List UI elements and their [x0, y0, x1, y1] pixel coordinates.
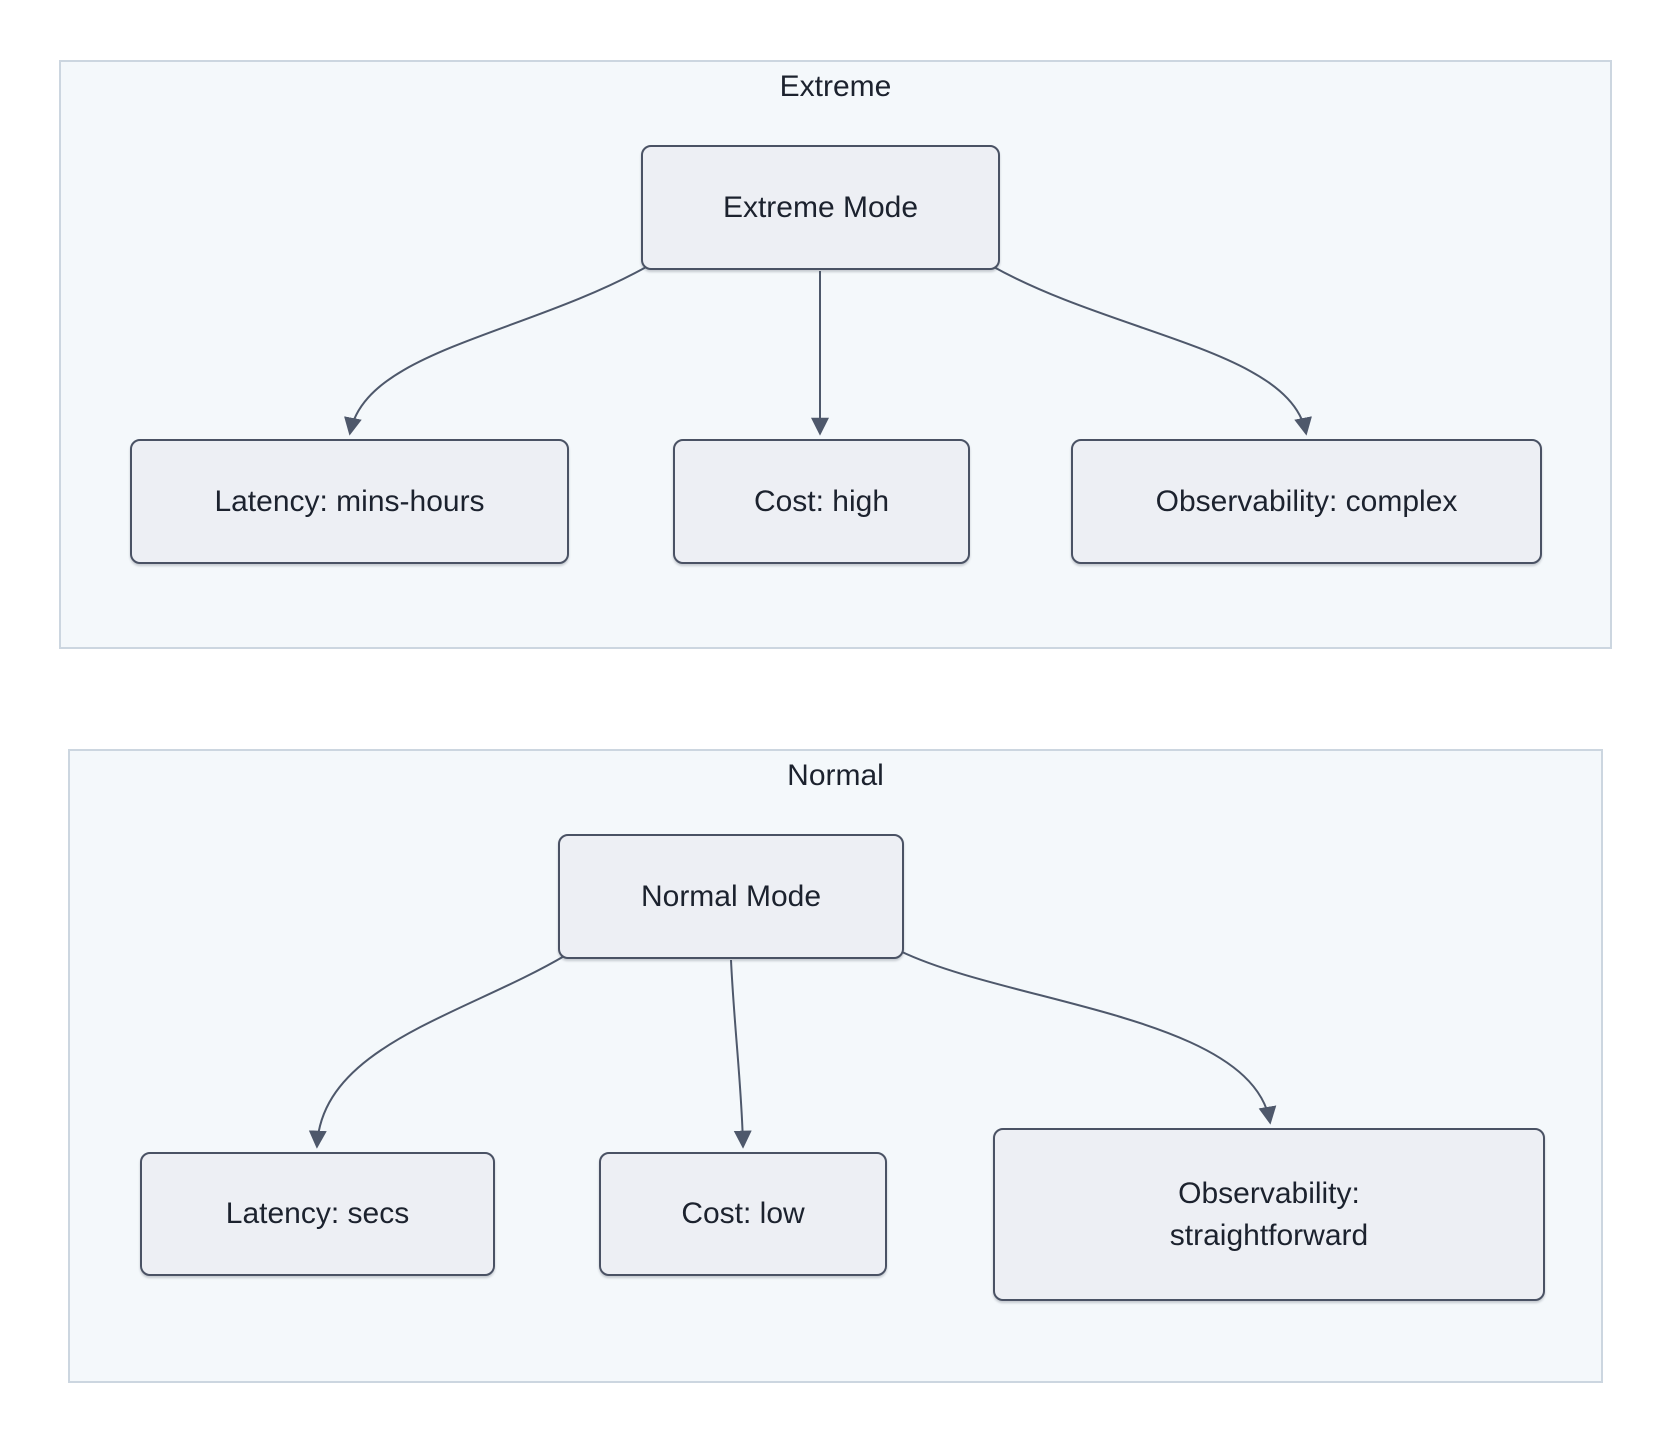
node-normal-mode: Normal Mode: [558, 834, 904, 959]
node-latency-secs: Latency: secs: [140, 1152, 495, 1276]
node-cost-high: Cost: high: [673, 439, 970, 564]
panel-normal-title: Normal: [787, 759, 884, 792]
node-observability-straightforward: Observability: straightforward: [993, 1128, 1545, 1301]
node-observability-complex: Observability: complex: [1071, 439, 1542, 564]
node-cost-low: Cost: low: [599, 1152, 887, 1276]
node-latency-mins-hours: Latency: mins-hours: [130, 439, 569, 564]
node-extreme-mode: Extreme Mode: [641, 145, 1000, 270]
panel-extreme-title: Extreme: [779, 70, 892, 103]
